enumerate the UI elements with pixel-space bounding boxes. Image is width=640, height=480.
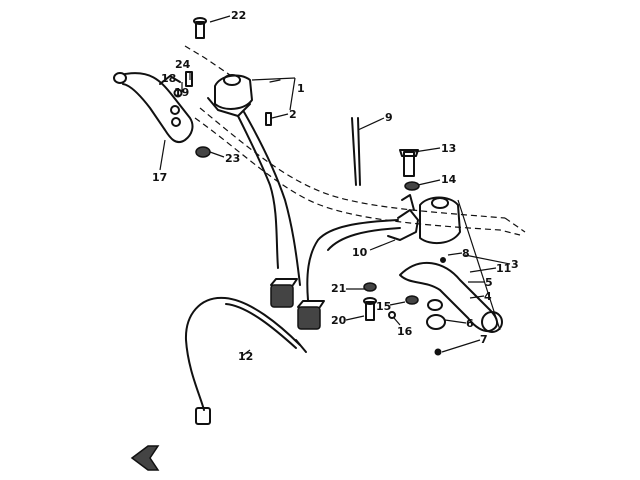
- brake-lever: [399, 261, 503, 333]
- callout-2: 2: [289, 108, 297, 121]
- cable-band: [351, 117, 361, 186]
- right-small-parts: [363, 149, 446, 356]
- callout-1: 1: [297, 82, 305, 95]
- callout-5: 5: [485, 276, 493, 289]
- callout-4: 4: [484, 290, 492, 303]
- callout-24: 24: [175, 58, 191, 71]
- callout-3: 3: [511, 258, 519, 271]
- callout-12: 12: [238, 350, 253, 363]
- callout-10: 10: [352, 246, 368, 259]
- clutch-lever: [113, 72, 194, 144]
- right-switch-wire: [306, 219, 401, 301]
- callout-7: 7: [480, 333, 488, 346]
- callout-18: 18: [161, 72, 176, 85]
- callout-17: 17: [152, 171, 167, 184]
- callout-numbers: 22 1 2 18 24 19 23 17 9 13 14 10 8 3 11 …: [152, 9, 519, 363]
- left-small-parts: [170, 17, 272, 158]
- handlebar-outline: [184, 45, 526, 236]
- wire-connectors: [270, 278, 325, 330]
- callout-16: 16: [397, 325, 413, 338]
- callout-22: 22: [231, 9, 246, 22]
- left-switch-wires: [237, 111, 301, 286]
- speedometer-cable: [184, 296, 307, 425]
- callout-14: 14: [441, 173, 457, 186]
- callout-19: 19: [174, 86, 189, 99]
- callout-9: 9: [385, 111, 393, 124]
- callout-21: 21: [331, 282, 346, 295]
- callout-23: 23: [225, 152, 240, 165]
- callout-8: 8: [462, 247, 470, 260]
- callout-20: 20: [331, 314, 347, 327]
- front-arrow-icon: [130, 445, 160, 471]
- right-switch-housing: [387, 194, 461, 245]
- callout-13: 13: [441, 142, 456, 155]
- callout-15: 15: [376, 300, 391, 313]
- left-switch-housing: [207, 74, 281, 117]
- callout-6b: 6: [466, 317, 474, 330]
- callout-11: 11: [496, 262, 511, 275]
- leader-lines: [159, 15, 511, 357]
